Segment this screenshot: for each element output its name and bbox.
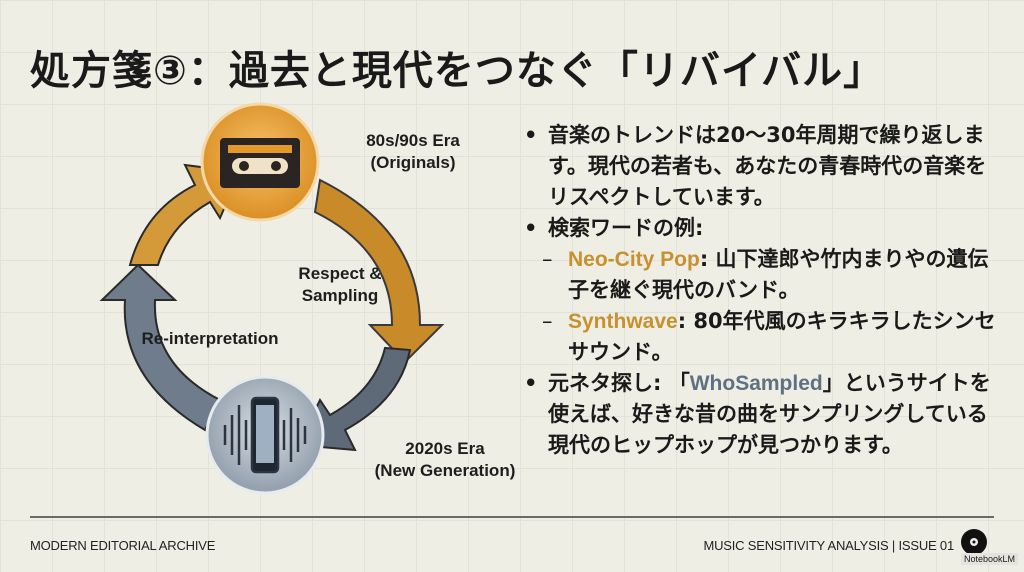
bullet-whosampled: 元ネタ探し: 「WhoSampled」というサイトを使えば、好きな昔の曲をサンプ… (520, 368, 1000, 461)
era-sublabel: (Originals) (370, 153, 456, 172)
sub-bullet-text: : 80年代風のキラキラしたシンセサウンド。 (568, 309, 996, 364)
term-synthwave: Synthwave (568, 310, 678, 333)
sub-bullet-synthwave: –Synthwave: 80年代風のキラキラしたシンセサウンド。 (542, 309, 996, 364)
footer-right: MUSIC SENSITIVITY ANALYSIS | ISSUE 01 (703, 538, 954, 553)
new-generation-label: 2020s Era (New Generation) (365, 438, 525, 482)
footer-divider (30, 516, 994, 518)
respect-sampling-label: Respect & Sampling (280, 263, 400, 307)
era-label: 2020s Era (405, 439, 485, 458)
page-title: 処方箋③：過去と現代をつなぐ「リバイバル」 (30, 48, 885, 94)
vinyl-record-icon (961, 529, 987, 555)
era-label: 80s/90s Era (366, 131, 460, 150)
term-whosampled: WhoSampled (689, 372, 823, 395)
footer-left: MODERN EDITORIAL ARCHIVE (30, 538, 216, 553)
cassette-icon (220, 138, 300, 188)
bullet-text: 元ネタ探し: 「 (548, 371, 690, 395)
cycle-arrows (99, 102, 445, 495)
reinterpretation-label: Re-interpretation (141, 329, 279, 348)
originals-label: 80s/90s Era (Originals) (338, 130, 488, 174)
label-line: Sampling (301, 286, 379, 305)
term-neo-city-pop: Neo-City Pop (568, 248, 700, 271)
label-line: Respect & (298, 264, 382, 283)
waveform-phone-icon (223, 396, 307, 474)
revival-cycle-diagram: 80s/90s Era (Originals) Respect & Sampling… (80, 100, 520, 510)
bullet-search-words: 検索ワードの例: (520, 213, 1000, 244)
sub-bullet-neo-city-pop: –Neo-City Pop: 山下達郎や竹内まりやの遺伝子を継ぐ現代のバンド。 (542, 247, 989, 302)
bullet-list: 音楽のトレンドは20〜30年周期で繰り返します。現代の若者も、あなたの青春時代の… (520, 120, 1000, 461)
notebooklm-badge: NotebookLM (960, 553, 1018, 565)
sub-bullet-text: : 山下達郎や竹内まりやの遺伝子を継ぐ現代のバンド。 (568, 247, 989, 302)
arrow-left (99, 263, 222, 432)
era-sublabel: (New Generation) (374, 461, 516, 480)
bullet-text: 」というサイトを使えば、好きな昔の曲をサンプリングしている現代のヒップホップが見… (548, 371, 991, 457)
bullet-trend: 音楽のトレンドは20〜30年周期で繰り返します。現代の若者も、あなたの青春時代の… (520, 120, 1000, 213)
arrow-right (313, 178, 445, 364)
